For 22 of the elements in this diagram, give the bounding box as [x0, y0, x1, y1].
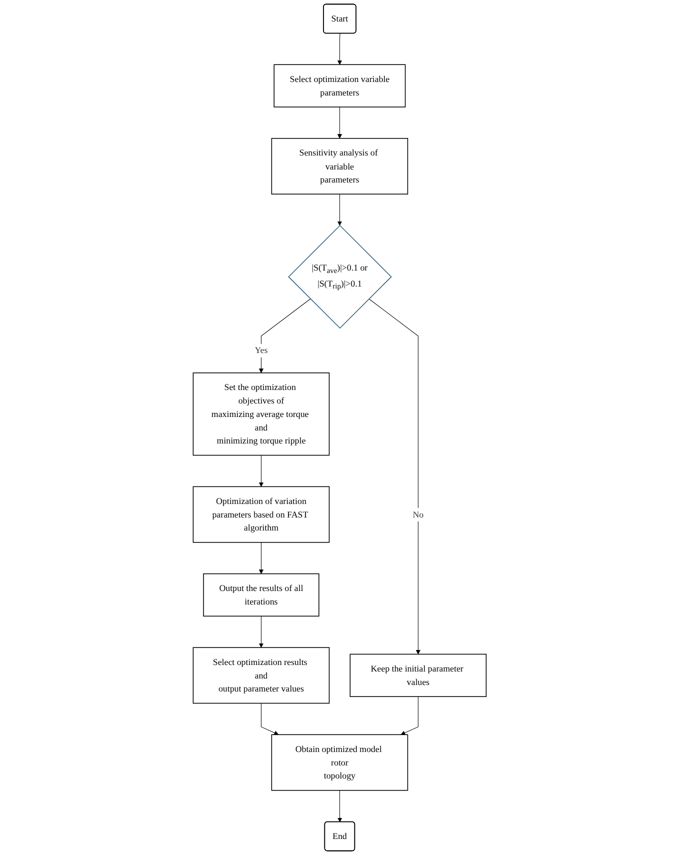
node-box: Select optimization variable parameters [274, 64, 406, 108]
edge-label: Yes [254, 345, 268, 356]
arrow [258, 298, 310, 374]
arrow [400, 696, 418, 736]
arrow [258, 542, 264, 574]
node-box: Sensitivity analysis of variable parameters [271, 138, 408, 194]
node-box: Select optimization results and output parameter values [192, 647, 330, 704]
node-box: Keep the initial parameter values [350, 654, 486, 697]
arrow [337, 33, 342, 65]
node-box: Set the optimization objectives of maximizing average torque and minimizing torque ripple [192, 372, 330, 456]
arrow [260, 703, 278, 736]
node-box: Optimization of variation parameters based on FAST algorithm [192, 486, 330, 543]
arrow [337, 194, 342, 226]
node-diamond: |S(T$_{ave}$)|>0.1 or |S(T$_{rip}$)|>0.1 [288, 224, 392, 329]
arrow [258, 455, 264, 487]
edge-label: No [412, 509, 424, 520]
node-box: Output the results of all iterations [202, 573, 320, 617]
node-box: Obtain optimized model rotor topology [271, 734, 408, 791]
arrow [337, 790, 342, 822]
arrow [337, 106, 342, 139]
arrow [258, 616, 264, 648]
arrow [368, 298, 420, 654]
